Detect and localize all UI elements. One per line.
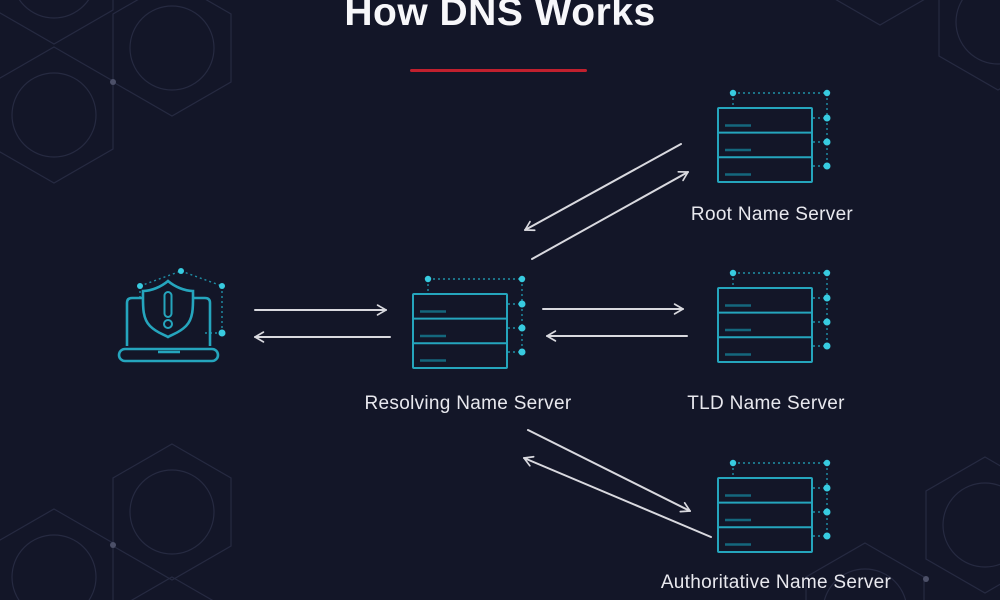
authoritative-name-server-label: Authoritative Name Server — [660, 572, 892, 593]
laptop-warning-shield-icon — [117, 268, 226, 363]
tld-name-server-label: TLD Name Server — [687, 393, 845, 414]
dns-query-arrows — [254, 143, 712, 538]
resolving-name-server-label: Resolving Name Server — [364, 393, 572, 414]
root-name-server-label: Root Name Server — [690, 204, 854, 225]
authoritative-name-server-icon — [716, 458, 832, 554]
arrow-root-to-resolving — [524, 143, 682, 232]
arrow-resolving-to-authoritative — [527, 429, 691, 513]
title-underline-divider — [410, 69, 587, 72]
resolving-name-server-icon — [411, 274, 527, 370]
page-title: How DNS Works — [344, 0, 656, 34]
hex-node-dots — [110, 79, 929, 582]
arrow-authoritative-to-resolving — [523, 455, 712, 538]
arrow-resolving-to-root — [531, 170, 689, 260]
tld-name-server-icon — [716, 268, 832, 364]
root-name-server-icon — [716, 88, 832, 184]
